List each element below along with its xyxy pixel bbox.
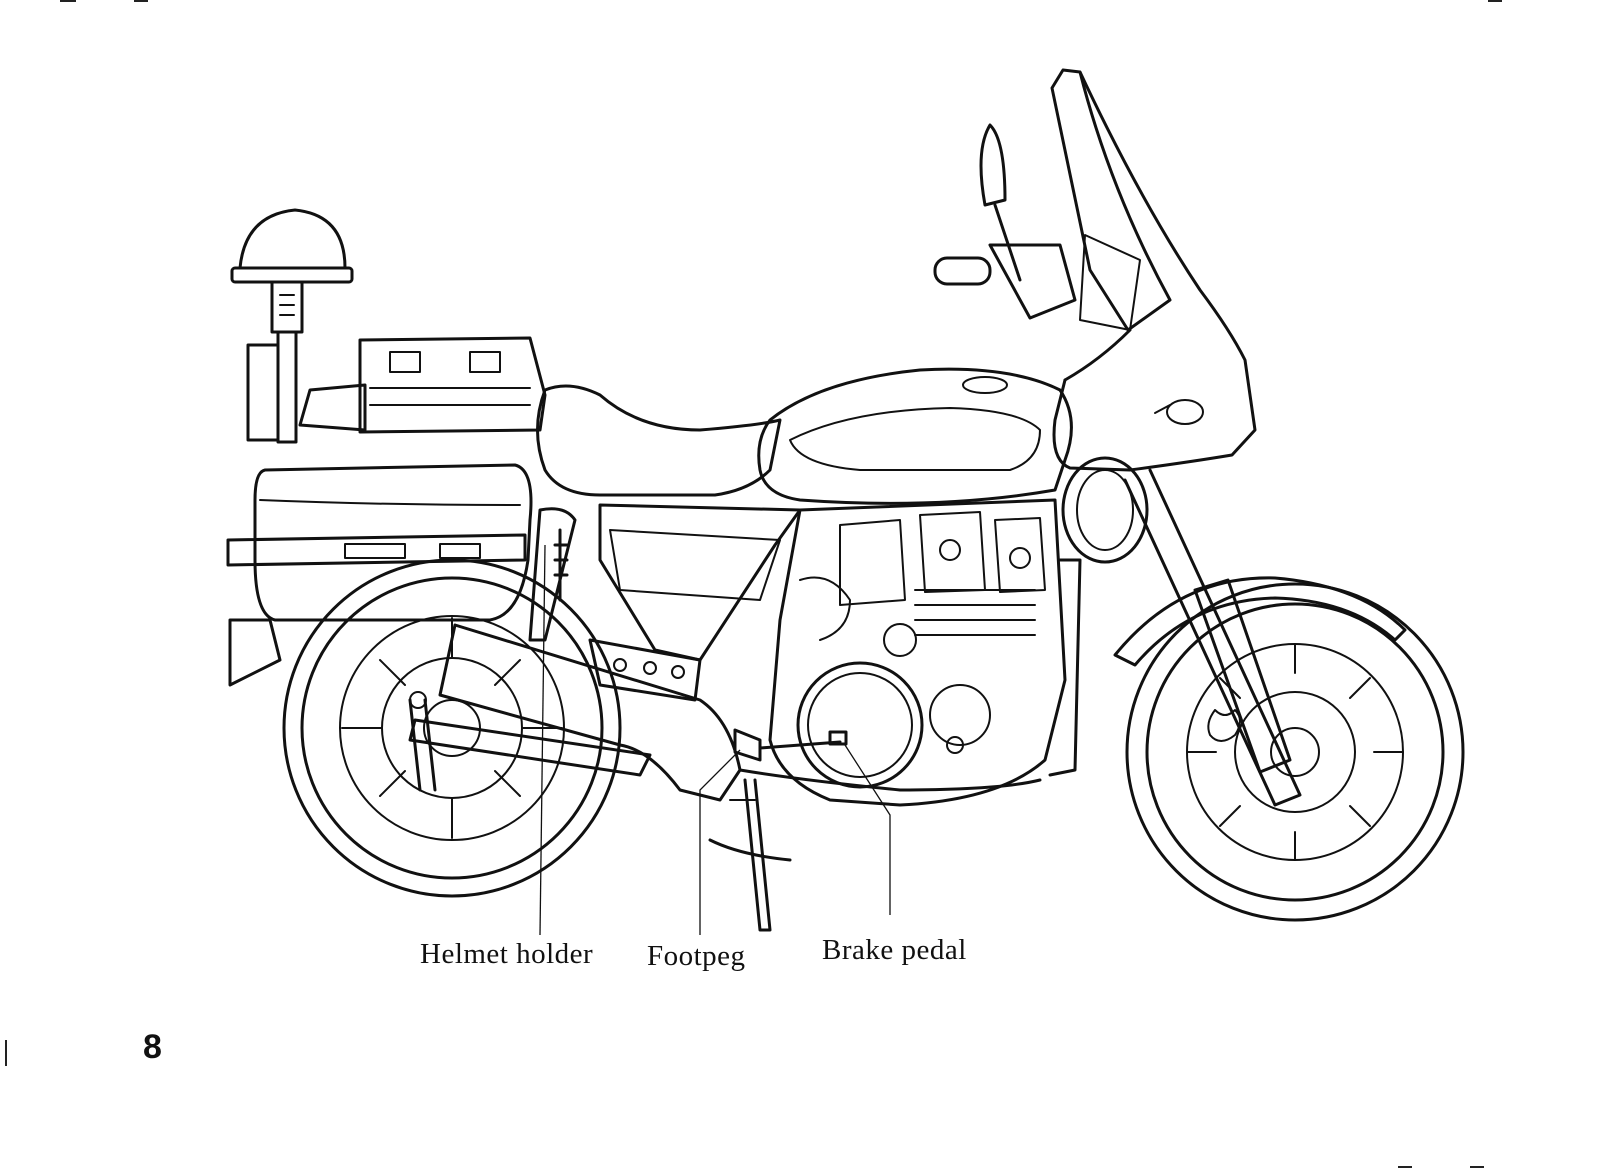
handlebar xyxy=(933,123,1141,331)
radio-box xyxy=(298,336,547,434)
label-footpeg: Footpeg xyxy=(647,940,746,972)
crop-mark xyxy=(1470,1166,1484,1168)
crop-mark xyxy=(134,0,148,2)
leader-line-helmet-holder xyxy=(539,544,546,936)
front-wheel xyxy=(1113,576,1465,922)
brake-pedal xyxy=(828,730,848,746)
crop-mark xyxy=(1488,0,1502,2)
label-brake-pedal: Brake pedal xyxy=(822,934,967,966)
windscreen xyxy=(1050,68,1257,472)
engine xyxy=(768,498,1082,807)
headlight xyxy=(1061,456,1149,564)
beacon-light xyxy=(230,208,354,444)
crop-mark xyxy=(1398,1166,1412,1168)
swingarm xyxy=(408,691,652,792)
crop-mark xyxy=(5,1040,7,1066)
exhaust-muffler xyxy=(438,623,1042,802)
crop-mark xyxy=(60,0,76,2)
seat xyxy=(536,384,782,497)
center-stand xyxy=(708,778,792,932)
saddlebag xyxy=(226,463,533,687)
fuel-tank xyxy=(757,367,1073,505)
label-helmet-holder: Helmet holder xyxy=(420,938,594,970)
leader-line-brake-pedal xyxy=(844,744,891,915)
leader-line-footpeg xyxy=(699,749,741,935)
footpeg-assembly xyxy=(588,638,842,762)
front-fork xyxy=(1123,468,1302,807)
page-number: 8 xyxy=(143,1028,162,1066)
rear-wheel xyxy=(282,558,622,898)
